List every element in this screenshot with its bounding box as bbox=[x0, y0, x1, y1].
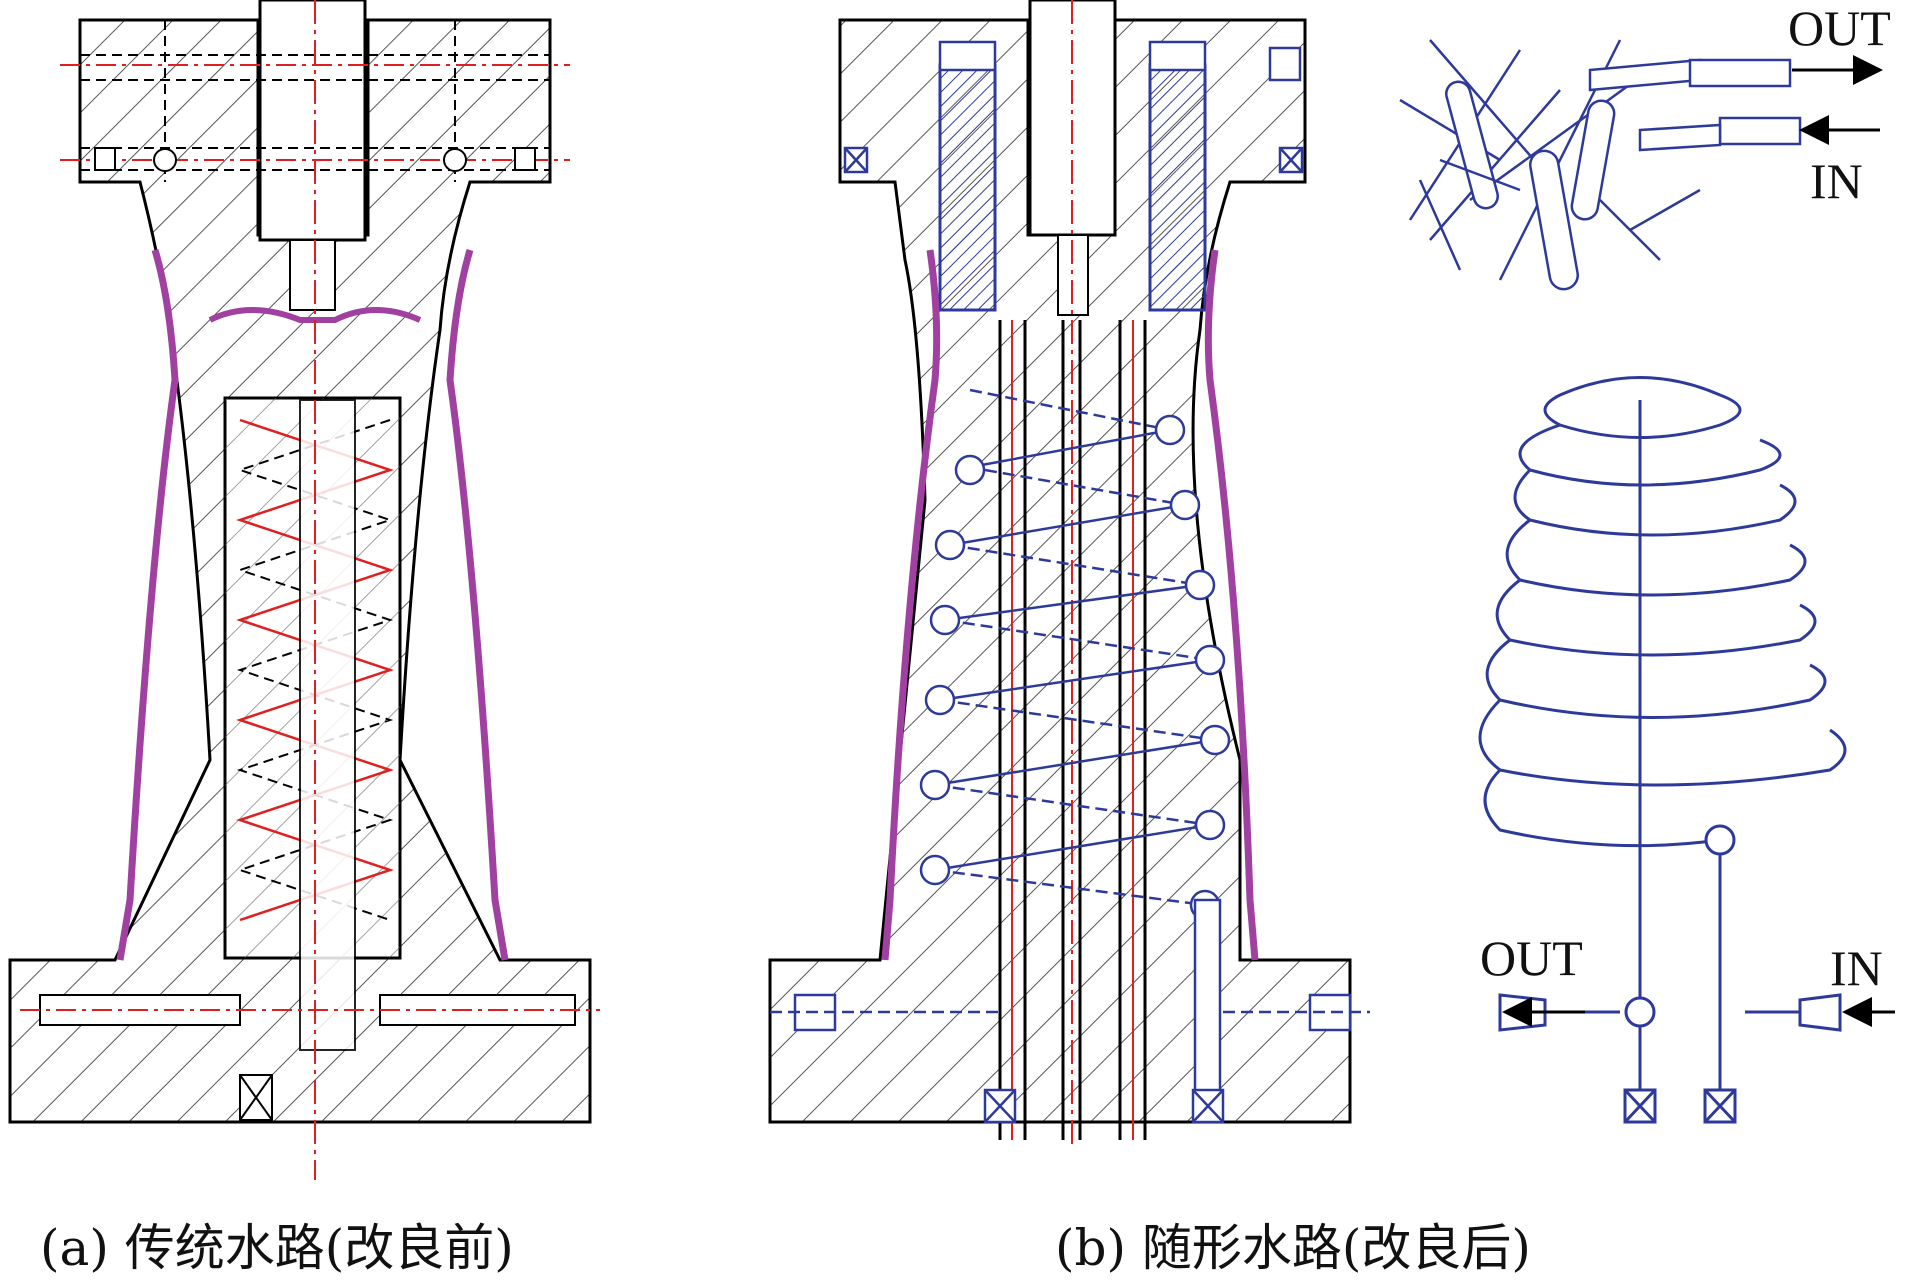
mold-b-product-left bbox=[881, 249, 941, 961]
mold-b-product-right bbox=[1204, 249, 1259, 961]
caption-b: (b) 随形水路(改良后) bbox=[1055, 1219, 1531, 1277]
mold-a-bottom-plug bbox=[239, 1074, 273, 1121]
panel-b-conformal-cooling bbox=[768, 0, 1370, 1150]
mold-a-nozzle bbox=[258, 0, 367, 242]
mold-b-nozzle bbox=[1028, 0, 1117, 237]
mold-a-baffle-zigzag-red bbox=[236, 418, 394, 922]
label-bottom-out: OUT bbox=[1480, 930, 1583, 986]
mold-a-top-plugs bbox=[94, 147, 536, 172]
iso-helix-bottom bbox=[1478, 376, 1847, 1124]
panel-a-traditional-cooling bbox=[8, 0, 600, 1180]
mold-a-product-right bbox=[446, 248, 509, 961]
mold-b-insert-left bbox=[938, 63, 997, 312]
label-bottom-in: IN bbox=[1830, 940, 1883, 996]
mold-a-product-left bbox=[116, 248, 179, 961]
iso-channel-top bbox=[1399, 39, 1802, 291]
mold-b-bottom-channels bbox=[770, 898, 1370, 1124]
label-top-out: OUT bbox=[1788, 0, 1891, 56]
mold-b-body bbox=[768, 18, 1352, 1124]
label-top-in: IN bbox=[1810, 153, 1863, 209]
caption-a: (a) 传统水路(改良前) bbox=[40, 1219, 514, 1277]
mold-b-insert-right bbox=[1148, 63, 1207, 312]
mold-b-top-plugs bbox=[843, 40, 1304, 174]
